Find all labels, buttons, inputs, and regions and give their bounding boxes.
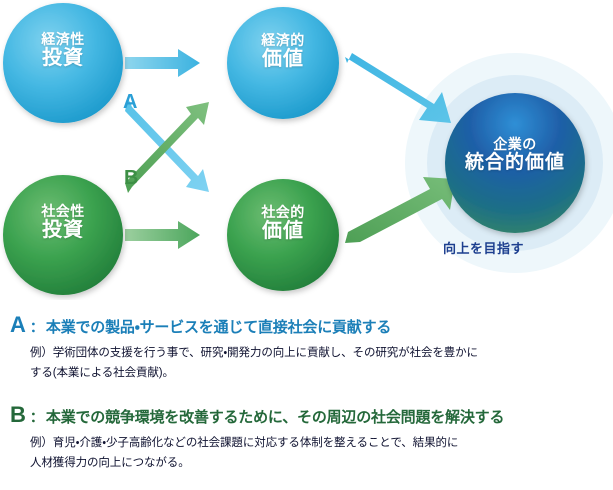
- legend-entry-a-example: 例）学術団体の支援を行う事で、研究・開発力の向上に貢献し、その研究が社会を豊かに…: [0, 343, 613, 383]
- legend-entry-b-example: 例）育児・介護・少子高齢化などの社会課題に対応する体制を整えることで、結果的に …: [0, 433, 613, 473]
- value-creation-diagram: 経済性 投資 経済的 価値 社会性 投資 社会的 価値 企業の 統合的価値 A …: [3, 3, 613, 295]
- legend-entry-a-colon: ：: [29, 319, 44, 335]
- arrow-social-value-to-integrated-value: [345, 177, 455, 243]
- arrow-economic-value-to-integrated-value: [345, 53, 451, 123]
- legend-entry-a-title: 本業での製品・サービスを通じて直接社会に貢献する: [45, 319, 392, 336]
- node-social-investment-circle: [3, 175, 123, 295]
- legend-entry-a-key: A: [10, 312, 26, 337]
- aim-caption: 向上を目指す: [443, 241, 525, 256]
- legend-entry-a-example-line-2: する(本業による社会貢献)。: [30, 367, 174, 380]
- legend-section: A ： 本業での製品・サービスを通じて直接社会に貢献する 例）学術団体の支援を行…: [0, 306, 613, 490]
- legend-entry-a-head: A ： 本業での製品・サービスを通じて直接社会に貢献する: [0, 314, 613, 337]
- diagram-canvas: [3, 3, 613, 295]
- node-social-value-circle: [227, 179, 339, 291]
- legend-entry-b: B ： 本業での競争環境を改善するために、その周辺の社会問題を解決する 例）育児…: [0, 404, 613, 473]
- arrow-social-investment-to-social-value: [125, 221, 200, 249]
- node-integrated-value-circle: [445, 93, 585, 233]
- legend-entry-b-colon: ：: [29, 409, 44, 425]
- cross-arrow-label-b: B: [124, 167, 139, 189]
- arrow-cross-social-to-economic-value: [125, 102, 209, 193]
- legend-entry-a: A ： 本業での製品・サービスを通じて直接社会に貢献する 例）学術団体の支援を行…: [0, 314, 613, 383]
- arrow-economic-investment-to-economic-value: [125, 49, 200, 77]
- legend-entry-b-key: B: [10, 402, 26, 427]
- legend-entry-a-example-line-1: 例）学術団体の支援を行う事で、研究・開発力の向上に貢献し、その研究が社会を豊かに: [30, 347, 478, 359]
- legend-entry-b-example-line-2: 人材獲得力の向上につながる。: [30, 457, 190, 470]
- node-economic-value-circle: [227, 7, 339, 119]
- node-economic-investment-circle: [3, 3, 123, 123]
- legend-entry-b-example-line-1: 例）育児・介護・少子高齢化などの社会課題に対応する体制を整えることで、結果的に: [30, 437, 459, 449]
- cross-arrow-label-a: A: [123, 91, 138, 113]
- legend-entry-b-title: 本業での競争環境を改善するために、その周辺の社会問題を解決する: [45, 409, 505, 426]
- legend-entry-b-head: B ： 本業での競争環境を改善するために、その周辺の社会問題を解決する: [0, 404, 613, 427]
